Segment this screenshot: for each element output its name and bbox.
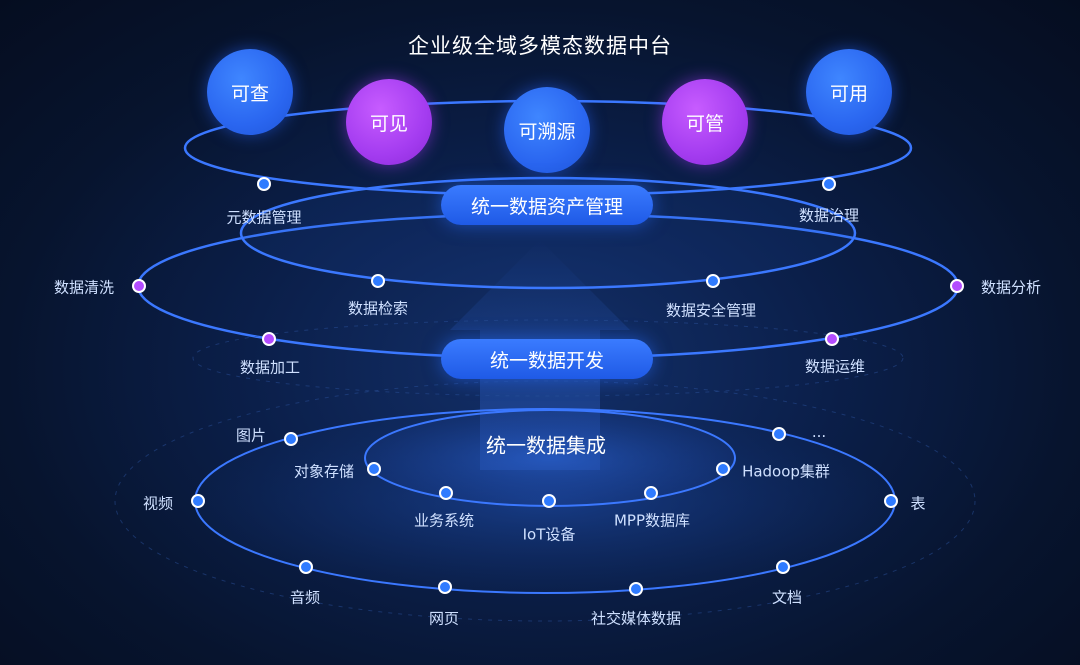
asset-management-pill: 统一数据资产管理	[441, 185, 653, 225]
development-faint-ring	[192, 319, 904, 397]
label-video: 视频	[142, 494, 174, 513]
label-object-storage: 对象存储	[293, 462, 355, 481]
label-mpp: MPP数据库	[613, 511, 691, 530]
dot-object-storage	[367, 462, 381, 476]
dot-audio	[299, 560, 313, 574]
dot-metadata	[257, 177, 271, 191]
dot-table	[884, 494, 898, 508]
label-more: ...	[811, 423, 827, 441]
dot-ops	[825, 332, 839, 346]
integration-title: 统一数据集成	[486, 433, 606, 458]
dot-document	[776, 560, 790, 574]
integration-faint-ring	[114, 380, 976, 622]
dot-more	[772, 427, 786, 441]
dot-social	[629, 582, 643, 596]
capability-searchable: 可查	[207, 49, 293, 135]
page-title: 企业级全域多模态数据中台	[408, 34, 672, 58]
dot-mpp	[644, 486, 658, 500]
label-ops: 数据运维	[804, 357, 866, 376]
label-analysis: 数据分析	[980, 278, 1042, 297]
dot-iot	[542, 494, 556, 508]
label-document: 文档	[771, 588, 803, 607]
label-social: 社交媒体数据	[590, 609, 682, 628]
development-pill: 统一数据开发	[441, 339, 653, 379]
dot-analysis	[950, 279, 964, 293]
label-processing: 数据加工	[239, 358, 301, 377]
label-hadoop: Hadoop集群	[742, 462, 830, 481]
label-iot: IoT设备	[522, 525, 576, 544]
capability-visible: 可见	[346, 79, 432, 165]
capability-manageable: 可管	[662, 79, 748, 165]
label-webpage: 网页	[428, 609, 460, 628]
capability-traceable: 可溯源	[504, 87, 590, 173]
dot-image	[284, 432, 298, 446]
label-cleaning: 数据清洗	[53, 278, 115, 297]
dot-video	[191, 494, 205, 508]
dot-governance	[822, 177, 836, 191]
label-table: 表	[910, 494, 926, 513]
label-search: 数据检索	[347, 299, 409, 318]
label-image: 图片	[235, 426, 267, 445]
dot-cleaning	[132, 279, 146, 293]
dot-search	[371, 274, 385, 288]
dot-security	[706, 274, 720, 288]
label-business-system: 业务系统	[413, 511, 475, 530]
node-dots	[132, 177, 964, 596]
label-security: 数据安全管理	[665, 301, 757, 320]
dot-webpage	[438, 580, 452, 594]
dot-hadoop	[716, 462, 730, 476]
asset-ring-lower	[239, 176, 857, 290]
dot-business-system	[439, 486, 453, 500]
capability-usable: 可用	[806, 49, 892, 135]
dot-processing	[262, 332, 276, 346]
label-metadata: 元数据管理	[226, 208, 302, 227]
label-audio: 音频	[289, 588, 321, 607]
label-governance: 数据治理	[798, 206, 860, 225]
